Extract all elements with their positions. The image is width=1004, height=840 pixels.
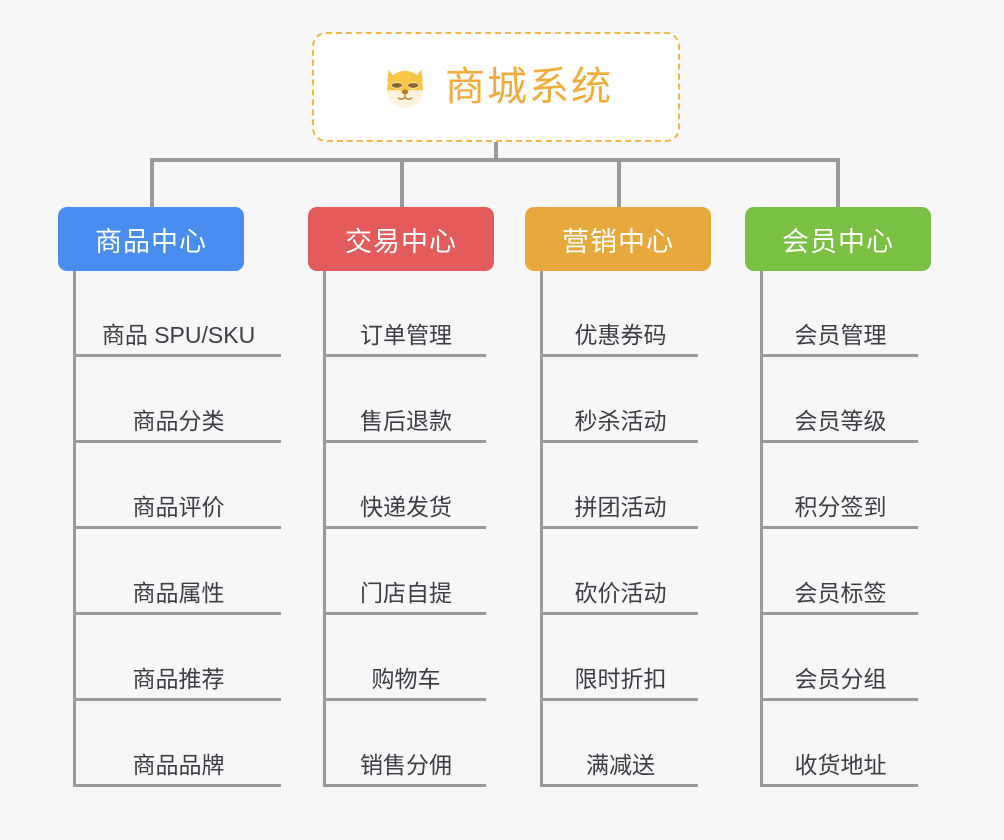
connector-drop-1 [150,158,154,208]
list-item[interactable]: 会员等级 [763,357,918,443]
list-item[interactable]: 会员分组 [763,615,918,701]
branch-header-3[interactable]: 营销中心 [525,207,711,271]
leaf-label: 商品属性 [132,579,225,606]
leaf-label: 会员标签 [794,579,887,606]
branch-header-1[interactable]: 商品中心 [58,207,244,271]
list-item[interactable]: 限时折扣 [543,615,698,701]
leaf-label: 会员管理 [794,321,887,348]
list-item[interactable]: 优惠券码 [543,271,698,357]
branch-column-4: 会员中心 会员管理 会员等级 积分签到 会员标签 会员分组 收货地址 [745,207,931,787]
shiba-dog-face-icon [387,69,423,109]
root-node[interactable]: 商城系统 [312,32,680,142]
leaf-label: 快递发货 [360,493,452,520]
list-item[interactable]: 秒杀活动 [543,357,698,443]
branch-header-label: 交易中心 [345,226,457,257]
list-item[interactable]: 会员标签 [763,529,918,615]
branch-items-4: 会员管理 会员等级 积分签到 会员标签 会员分组 收货地址 [760,271,918,787]
list-item[interactable]: 商品推荐 [76,615,281,701]
list-item[interactable]: 购物车 [326,615,486,701]
leaf-label: 限时折扣 [574,665,667,692]
list-item[interactable]: 商品评价 [76,443,281,529]
branch-header-label: 会员中心 [782,226,894,257]
connector-root-stem [494,142,498,162]
branch-items-3: 优惠券码 秒杀活动 拼团活动 砍价活动 限时折扣 满减送 [540,271,698,787]
leaf-label: 销售分佣 [360,751,452,778]
leaf-label: 满减送 [586,751,655,778]
leaf-label: 会员分组 [794,665,887,692]
list-item[interactable]: 门店自提 [326,529,486,615]
leaf-label: 收货地址 [794,751,887,778]
list-item[interactable]: 销售分佣 [326,701,486,787]
leaf-label: 购物车 [371,665,441,692]
branch-header-label: 营销中心 [562,226,674,257]
leaf-label: 积分签到 [794,493,887,520]
leaf-label: 商品 SPU/SKU [101,321,256,348]
branch-header-label: 商品中心 [95,226,207,257]
root-node-label: 商城系统 [445,65,613,109]
branch-items-2: 订单管理 售后退款 快递发货 门店自提 购物车 销售分佣 [323,271,486,787]
list-item[interactable]: 商品属性 [76,529,281,615]
branch-items-1: 商品 SPU/SKU 商品分类 商品评价 商品属性 商品推荐 商品品牌 [73,271,281,787]
list-item[interactable]: 积分签到 [763,443,918,529]
leaf-label: 商品品牌 [132,751,225,778]
connector-drop-4 [836,158,840,208]
connector-drop-3 [617,158,621,208]
leaf-label: 优惠券码 [574,321,667,348]
connector-drop-2 [400,158,404,208]
leaf-label: 砍价活动 [574,579,667,606]
list-item[interactable]: 商品 SPU/SKU [76,271,281,357]
list-item[interactable]: 满减送 [543,701,698,787]
branch-column-1: 商品中心 商品 SPU/SKU 商品分类 商品评价 商品属性 商品推荐 商品品牌 [58,207,281,787]
list-item[interactable]: 快递发货 [326,443,486,529]
leaf-label: 门店自提 [360,579,452,606]
list-item[interactable]: 收货地址 [763,701,918,787]
leaf-label: 秒杀活动 [574,407,667,434]
list-item[interactable]: 会员管理 [763,271,918,357]
list-item[interactable]: 拼团活动 [543,443,698,529]
branch-column-2: 交易中心 订单管理 售后退款 快递发货 门店自提 购物车 销售分佣 [308,207,494,787]
leaf-label: 商品评价 [132,493,225,520]
branch-header-2[interactable]: 交易中心 [308,207,494,271]
leaf-label: 商品推荐 [132,665,225,692]
leaf-label: 商品分类 [132,407,225,434]
list-item[interactable]: 商品分类 [76,357,281,443]
leaf-label: 会员等级 [794,407,887,434]
branch-column-3: 营销中心 优惠券码 秒杀活动 拼团活动 砍价活动 限时折扣 满减送 [525,207,711,787]
list-item[interactable]: 售后退款 [326,357,486,443]
connector-horizontal-bus [150,158,840,162]
list-item[interactable]: 砍价活动 [543,529,698,615]
leaf-label: 订单管理 [360,321,452,348]
leaf-label: 售后退款 [360,407,452,434]
branch-header-4[interactable]: 会员中心 [745,207,931,271]
list-item[interactable]: 商品品牌 [76,701,281,787]
list-item[interactable]: 订单管理 [326,271,486,357]
leaf-label: 拼团活动 [574,493,667,520]
